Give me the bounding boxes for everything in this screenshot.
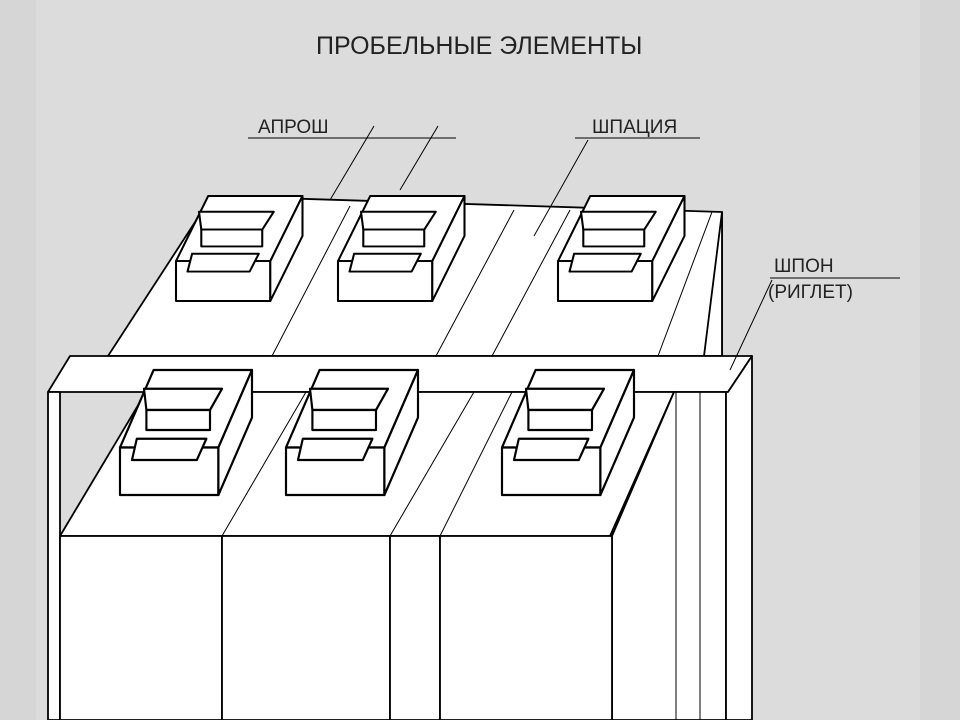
back-divider-2 bbox=[435, 209, 515, 357]
aprosh-leader-2 bbox=[399, 125, 439, 191]
back-divider-4 bbox=[657, 211, 713, 357]
front-body-3 bbox=[439, 535, 613, 720]
shpatsiya-leader bbox=[533, 139, 589, 237]
label-aprosh: АПРОШ bbox=[258, 117, 329, 138]
label-riglet: (РИГЛЕТ) bbox=[768, 282, 853, 303]
label-shpon: ШПОН bbox=[774, 256, 834, 277]
label-shpatsiya: ШПАЦИЯ bbox=[592, 117, 677, 138]
aprosh-leader-1 bbox=[329, 125, 375, 201]
front-row-right-column bbox=[611, 391, 727, 720]
left-margin-strip bbox=[0, 0, 36, 720]
front-divider-1 bbox=[221, 391, 307, 537]
front-divider-3 bbox=[439, 391, 513, 537]
shpon-front-face bbox=[47, 391, 61, 720]
front-body-1 bbox=[59, 535, 223, 720]
front-body-2 bbox=[221, 535, 391, 720]
shpon-leader bbox=[729, 279, 773, 371]
right-margin-strip bbox=[920, 0, 960, 720]
diagram-title: ПРОБЕЛЬНЫЕ ЭЛЕМЕНТЫ bbox=[316, 32, 642, 60]
back-divider-1 bbox=[271, 205, 351, 357]
front-divider-2 bbox=[389, 391, 475, 537]
front-spacer-body bbox=[389, 535, 441, 720]
back-divider-3 bbox=[491, 209, 571, 357]
shpon-right-side bbox=[725, 355, 753, 720]
